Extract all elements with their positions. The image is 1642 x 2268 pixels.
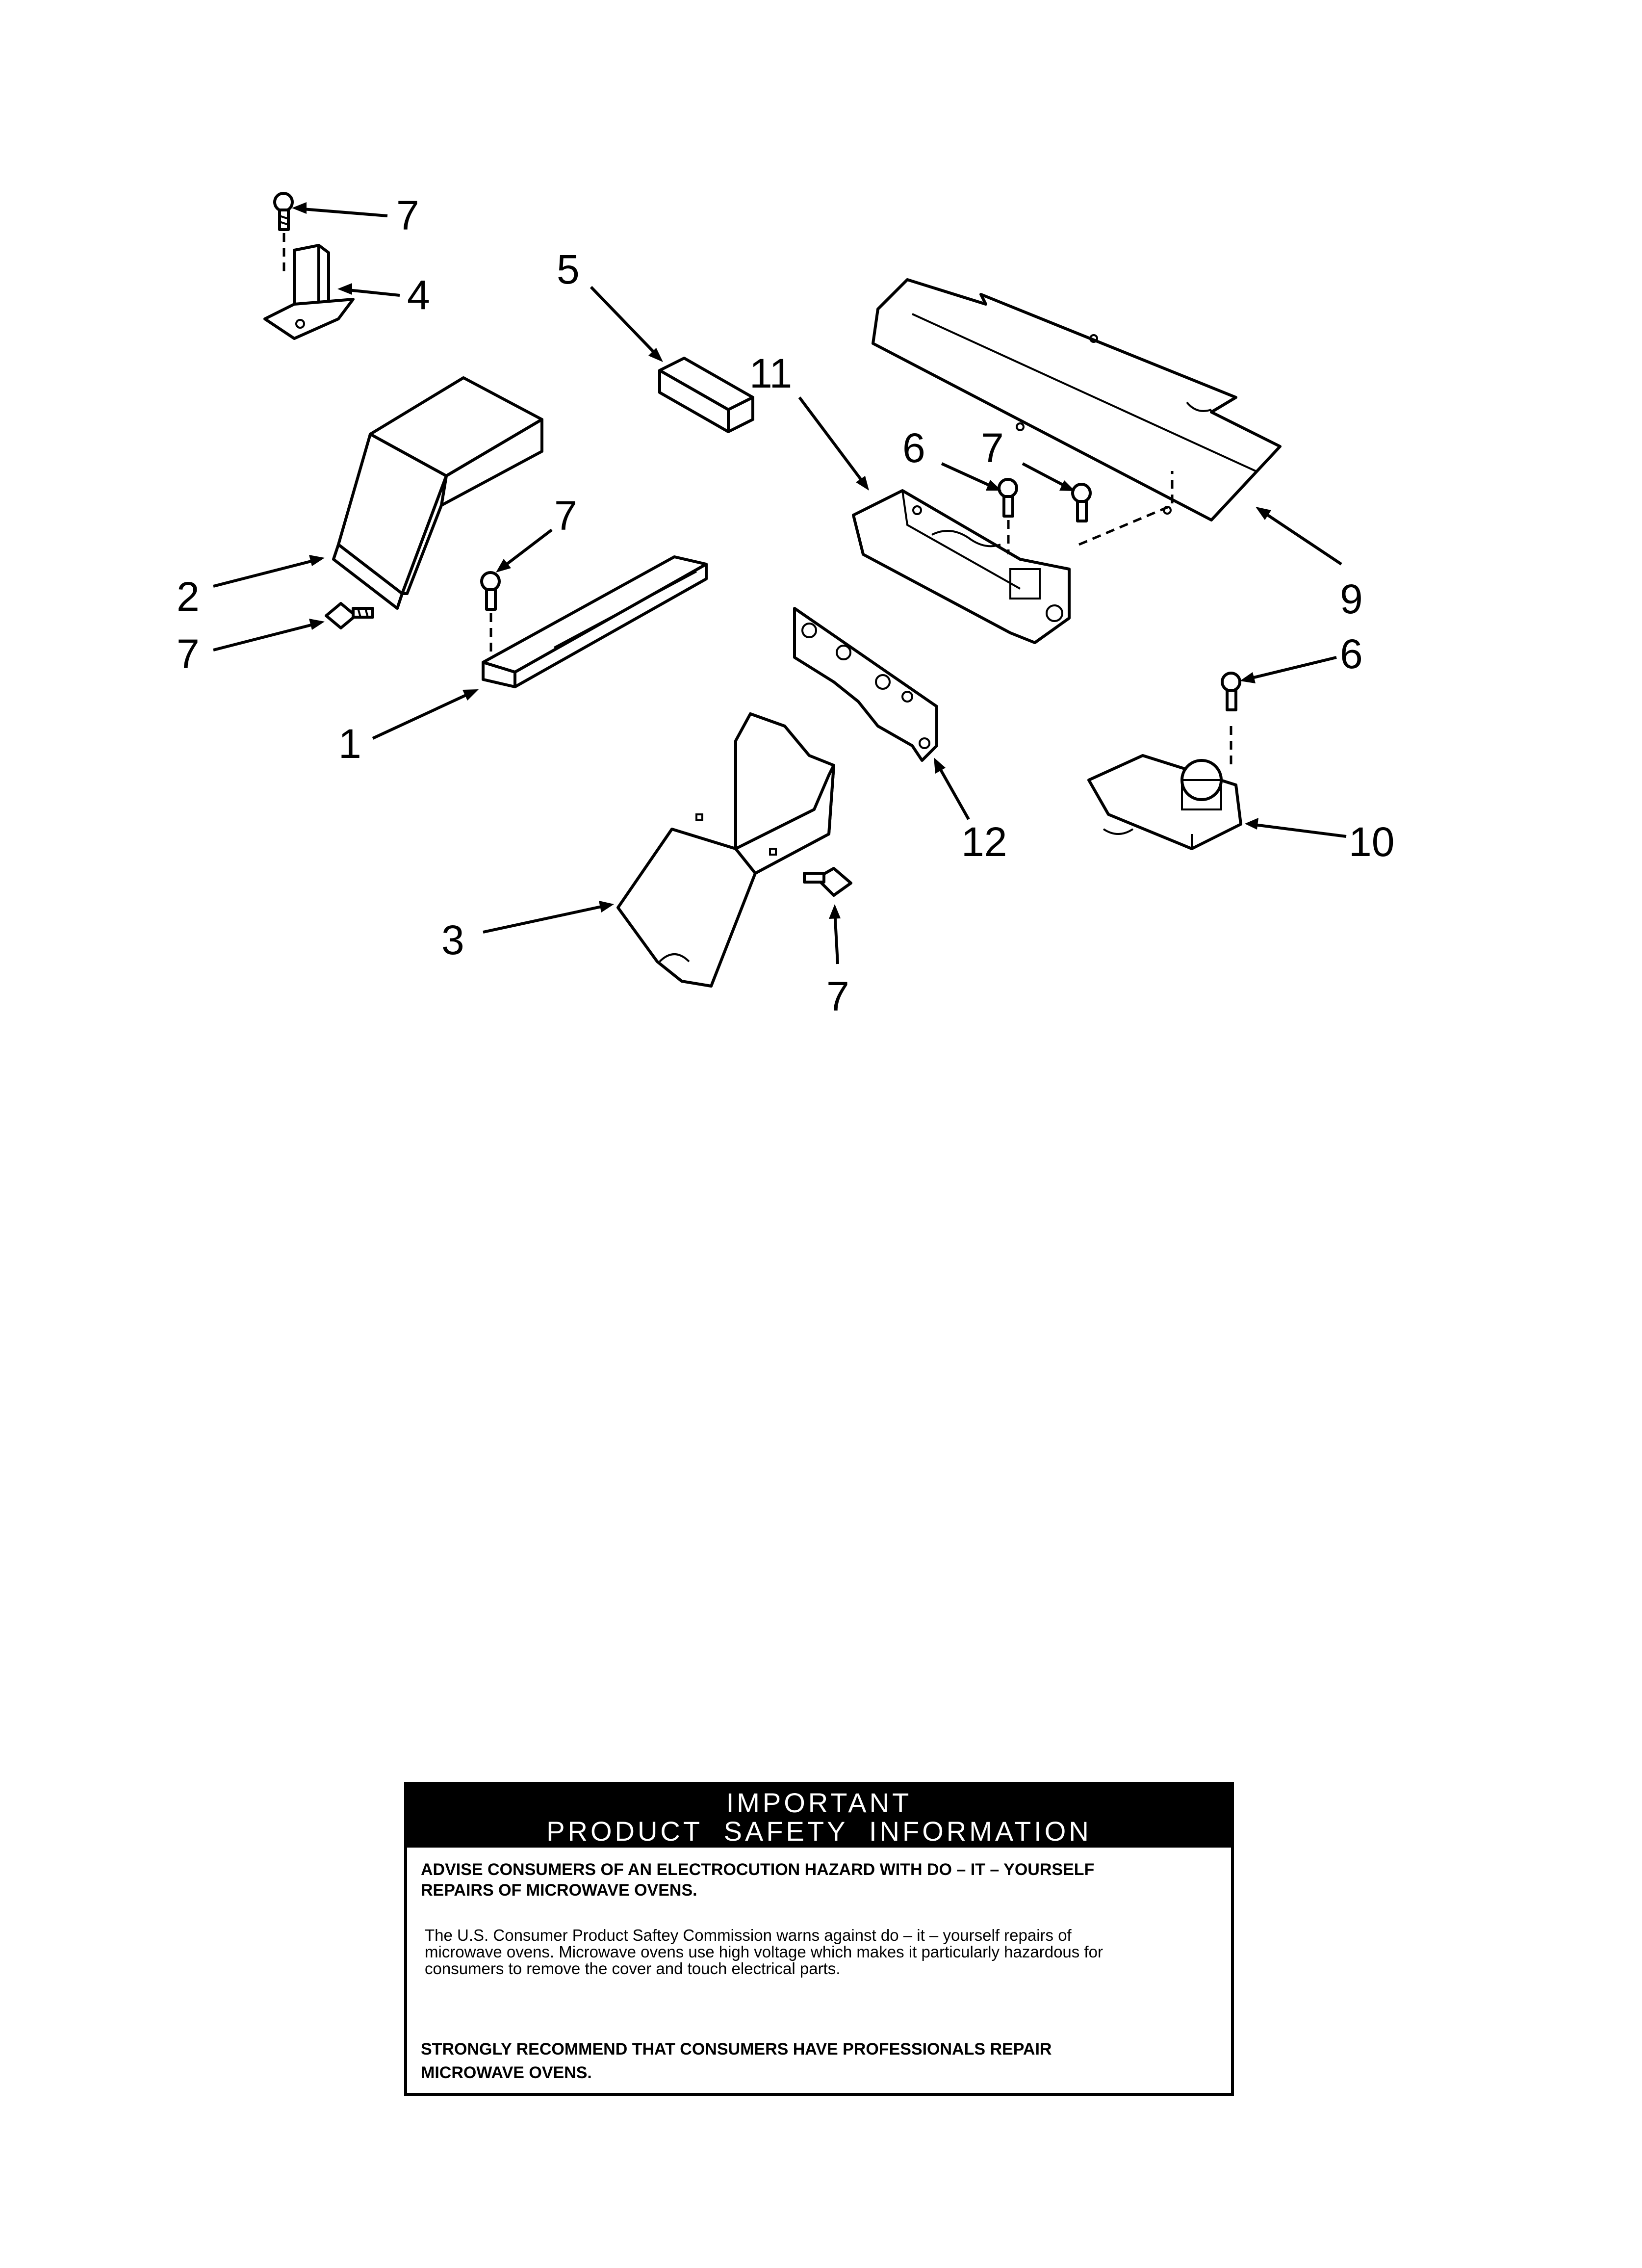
advise-paragraph: ADVISE CONSUMERS OF AN ELECTROCUTION HAZ… [421,1859,1186,1901]
leader-lines [213,202,1347,965]
recommend-line: STRONGLY RECOMMEND THAT CONSUMERS HAVE P… [421,2040,1052,2059]
callout-actuator-switch: 11 [749,350,792,396]
screw-duct-top [480,571,501,652]
screw-right [1221,672,1241,711]
callout-screw-top-left: 7 [396,192,419,238]
safety-title-important: IMPORTANT [726,1787,912,1818]
callout-foam-block: 5 [557,246,580,292]
product-safety-notice: IMPORTANT PRODUCT SAFETY INFORMATION ADV… [404,1782,1234,2096]
warning-line: The U.S. Consumer Product Saftey Commiss… [425,1926,1072,1944]
safety-header: IMPORTANT PRODUCT SAFETY INFORMATION [407,1785,1231,1848]
callout-screw-duct-top: 7 [554,493,577,539]
recommend-line: MICROWAVE OVENS. [421,2063,592,2082]
duct-part [332,376,543,610]
shield-part [616,712,835,988]
screw-top-left-part [273,192,294,275]
foam-block-part [658,357,754,433]
callout-screw-shield: 7 [826,973,849,1019]
long-plate-part [872,278,1282,546]
advise-line: REPAIRS OF MICROWAVE OVENS. [421,1881,697,1900]
screw-plate-left [998,478,1018,554]
warning-line: consumers to remove the cover and touch … [425,1959,841,1978]
screw-duct-left [325,602,374,629]
callout-switch-assembly: 10 [1349,819,1394,865]
recommend-paragraph: STRONGLY RECOMMEND THAT CONSUMERS HAVE P… [421,2037,1186,2085]
switch-assembly-part [1087,726,1242,850]
callout-screw-duct-left: 7 [177,631,200,677]
actuator-part [852,489,1071,644]
screw-plate-right [1071,483,1092,522]
callout-bracket: 4 [407,272,430,318]
callout-duct: 2 [177,574,200,620]
callout-switch-bracket: 12 [961,819,1007,865]
exploded-parts-diagram: 7 4 5 11 6 7 9 2 7 7 1 6 12 10 3 7 [177,192,1394,1019]
warning-paragraph: The U.S. Consumer Product Saftey Commiss… [425,1927,1219,1977]
callout-channel: 1 [338,721,361,767]
callout-screw-right: 6 [1340,631,1363,677]
mounting-bracket-part [263,244,355,340]
warning-line: microwave ovens. Microwave ovens use hig… [425,1943,1103,1961]
callout-plate-top: 6 [902,425,925,471]
callout-shield: 3 [441,917,464,963]
callout-screw-plate: 7 [981,425,1004,471]
switch-bracket-part [793,607,938,762]
safety-title-product-safety: PRODUCT SAFETY INFORMATION [546,1816,1092,1847]
advise-line: ADVISE CONSUMERS OF AN ELECTROCUTION HAZ… [421,1860,1095,1879]
screw-shield [803,867,852,897]
callout-plate: 9 [1340,576,1363,622]
channel-part [482,555,708,688]
